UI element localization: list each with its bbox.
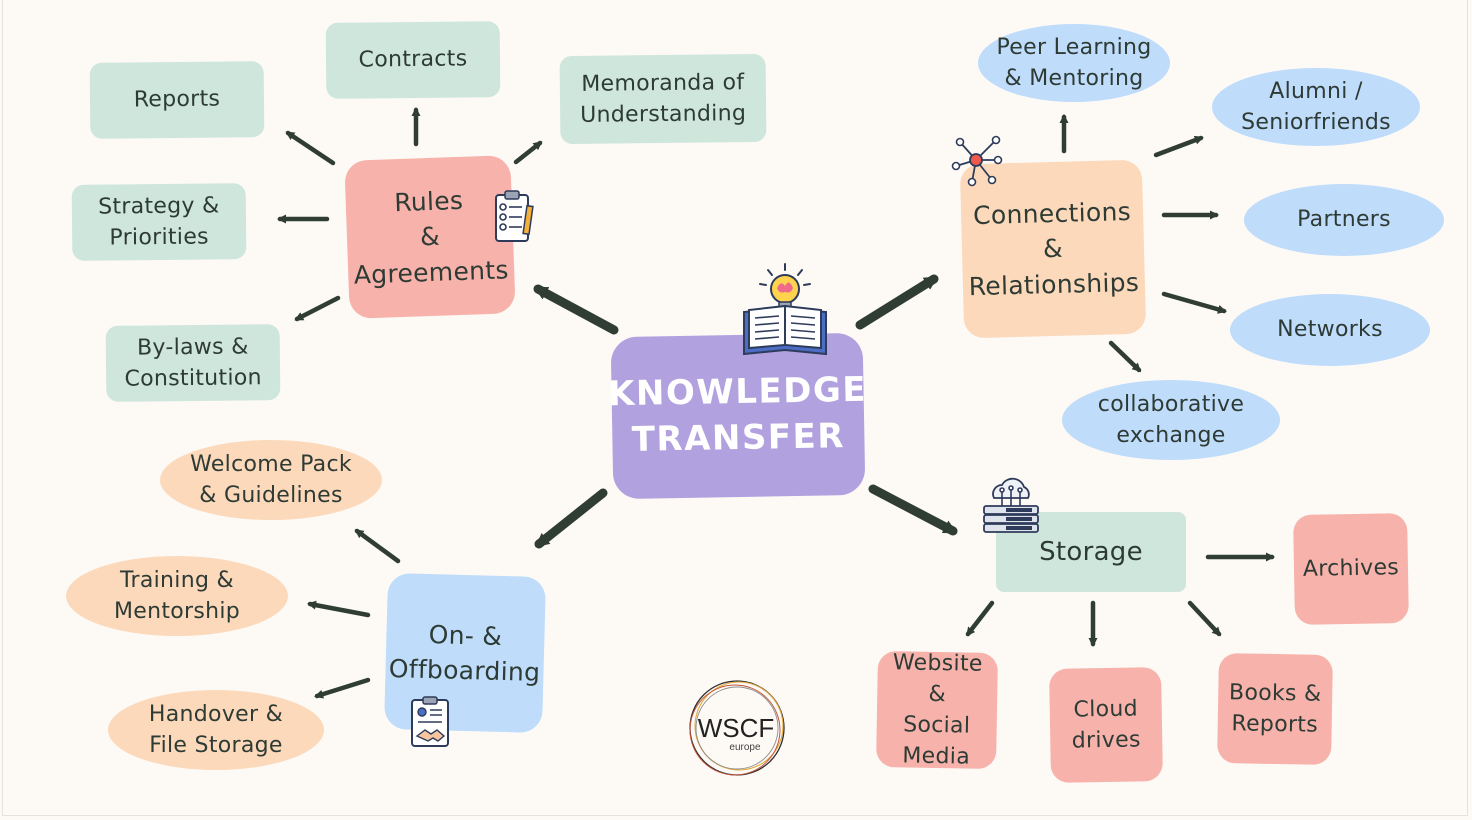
- rules-item-memoranda: Memoranda of Understanding: [559, 53, 767, 145]
- connections-item-peer-learning: Peer Learning & Mentoring: [978, 24, 1170, 102]
- rules-item-strategy: Strategy & Priorities: [71, 183, 247, 261]
- storage-item-website: Website & Social Media: [875, 650, 999, 770]
- storage-item-cloud: Cloud drives: [1049, 667, 1163, 783]
- hub-rules-agreements: Rules & Agreements: [344, 155, 516, 319]
- hub-onboarding-label: On- & Offboarding: [388, 619, 541, 687]
- arrow-center-to-storage: [868, 484, 958, 536]
- arrow-center-to-onboarding: [534, 488, 608, 549]
- arrow-rules-to-bylaws: [294, 295, 341, 322]
- network-nodes-icon: [951, 135, 1003, 187]
- hub-storage-label: Storage: [1039, 536, 1143, 567]
- logo-subtext: europe: [729, 742, 761, 753]
- clipboard-checklist-icon: [495, 190, 534, 242]
- storage-item-books: Books & Reports: [1217, 653, 1333, 765]
- arrow-on-to-handover: [314, 677, 371, 699]
- arrow-rules-to-reports: [285, 130, 336, 166]
- rules-item-reports: Reports: [89, 61, 265, 139]
- wscf-europe-logo: WSCF europe: [689, 680, 785, 776]
- arrow-rules-to-memoranda: [513, 140, 543, 165]
- arrow-center-to-rules: [533, 284, 619, 335]
- arrow-storage-to-website: [965, 600, 995, 637]
- hub-on-offboarding: On- & Offboarding: [383, 572, 547, 734]
- center-title: KNOWLEDGE TRANSFER: [607, 369, 868, 460]
- arrow-conn-to-alumni: [1153, 135, 1204, 158]
- arrow-on-to-training: [307, 600, 371, 618]
- rules-item-bylaws: By-laws & Constitution: [105, 324, 281, 402]
- onboarding-item-handover: Handover & File Storage: [108, 690, 324, 770]
- book-lightbulb-icon: [743, 263, 827, 356]
- rules-item-contracts: Contracts: [325, 21, 501, 99]
- hub-connections-label: Connections & Relationships: [968, 196, 1140, 301]
- connections-item-alumni: Alumni / Seniorfriends: [1212, 68, 1420, 146]
- logo-text: WSCF: [698, 713, 775, 743]
- onboarding-item-welcome: Welcome Pack & Guidelines: [160, 440, 382, 520]
- arrow-on-to-welcome: [354, 528, 401, 564]
- connections-item-partners: Partners: [1244, 184, 1444, 256]
- handshake-document-icon: [411, 696, 449, 747]
- arrow-center-to-connections: [855, 274, 939, 330]
- arrow-storage-to-books: [1187, 600, 1222, 637]
- cloud-server-icon: [983, 477, 1039, 533]
- connections-item-collaborative: collaborative exchange: [1062, 380, 1280, 460]
- hub-rules-label: Rules & Agreements: [353, 185, 510, 290]
- connections-item-networks: Networks: [1230, 294, 1430, 366]
- arrow-conn-to-collab: [1108, 340, 1142, 373]
- arrow-conn-to-networks: [1161, 291, 1227, 314]
- onboarding-item-training: Training & Mentorship: [66, 556, 288, 636]
- storage-item-archives: Archives: [1293, 513, 1409, 625]
